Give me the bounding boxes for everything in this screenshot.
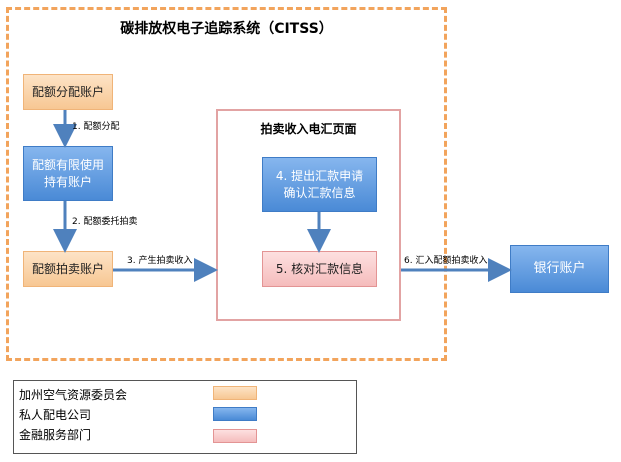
citss-system-frame bbox=[6, 7, 447, 361]
submit-remittance-node: 4. 提出汇款申请 确认汇款信息 bbox=[262, 157, 377, 212]
auction-page-title: 拍卖收入电汇页面 bbox=[260, 122, 357, 136]
legend-swatch-blue bbox=[213, 407, 257, 421]
bank-account-label: 银行账户 bbox=[533, 260, 586, 276]
diagram-title: 碳排放权电子追踪系统（CITSS） bbox=[120, 21, 333, 37]
edge-label-step6: 6. 汇入配额拍卖收入 bbox=[404, 256, 488, 266]
allocation-account-label: 配额分配账户 bbox=[31, 84, 104, 99]
limited-use-label-line2: 持有账户 bbox=[43, 174, 92, 189]
edge-label-step2: 2. 配额委托拍卖 bbox=[72, 217, 138, 227]
auction-account-label: 配额拍卖账户 bbox=[31, 261, 104, 276]
legend bbox=[13, 380, 357, 454]
limited-use-label-line1: 配额有限使用 bbox=[31, 157, 104, 172]
auction-account-node: 配额拍卖账户 bbox=[23, 251, 113, 287]
legend-label-carb: 加州空气资源委员会 bbox=[19, 388, 128, 402]
edge-label-step1: 1. 配额分配 bbox=[72, 122, 120, 132]
limited-use-account-node: 配额有限使用 持有账户 bbox=[23, 146, 113, 201]
legend-swatch-pink bbox=[213, 429, 257, 443]
submit-remittance-line2: 确认汇款信息 bbox=[283, 185, 356, 200]
legend-swatch-orange bbox=[213, 386, 257, 400]
legend-label-finance: 金融服务部门 bbox=[19, 428, 92, 442]
verify-remittance-node: 5. 核对汇款信息 bbox=[262, 251, 377, 287]
legend-label-utility: 私人配电公司 bbox=[19, 408, 92, 422]
verify-remittance-label: 5. 核对汇款信息 bbox=[275, 261, 364, 276]
bank-account-node: 银行账户 bbox=[510, 245, 609, 293]
edge-label-step3: 3. 产生拍卖收入 bbox=[127, 256, 193, 266]
allocation-account-node: 配额分配账户 bbox=[23, 74, 113, 110]
submit-remittance-line1: 4. 提出汇款申请 bbox=[275, 168, 364, 183]
